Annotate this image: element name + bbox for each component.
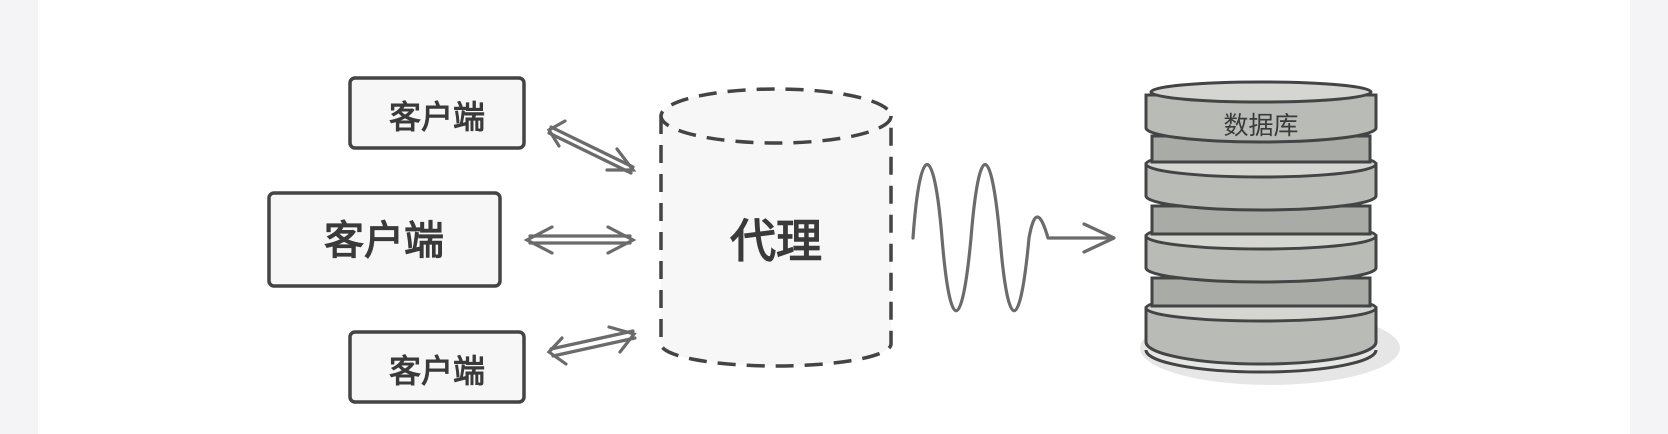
arrow-bottom: [546, 325, 637, 366]
client-label: 客户端: [389, 352, 485, 390]
database-stack: 数据库: [1140, 80, 1400, 385]
client-box-top: 客户端: [348, 76, 526, 150]
client-box-middle: 客户端: [267, 191, 502, 288]
client-label: 客户端: [324, 218, 444, 264]
arrow-middle: [523, 225, 637, 255]
database-label: 数据库: [1223, 111, 1298, 140]
wave-arrow: [911, 163, 1116, 313]
client-box-bottom: 客户端: [348, 330, 526, 404]
proxy-cylinder: 代理: [659, 87, 893, 368]
arrow-top: [546, 119, 637, 175]
proxy-label: 代理: [729, 214, 822, 268]
client-label: 客户端: [389, 98, 485, 136]
